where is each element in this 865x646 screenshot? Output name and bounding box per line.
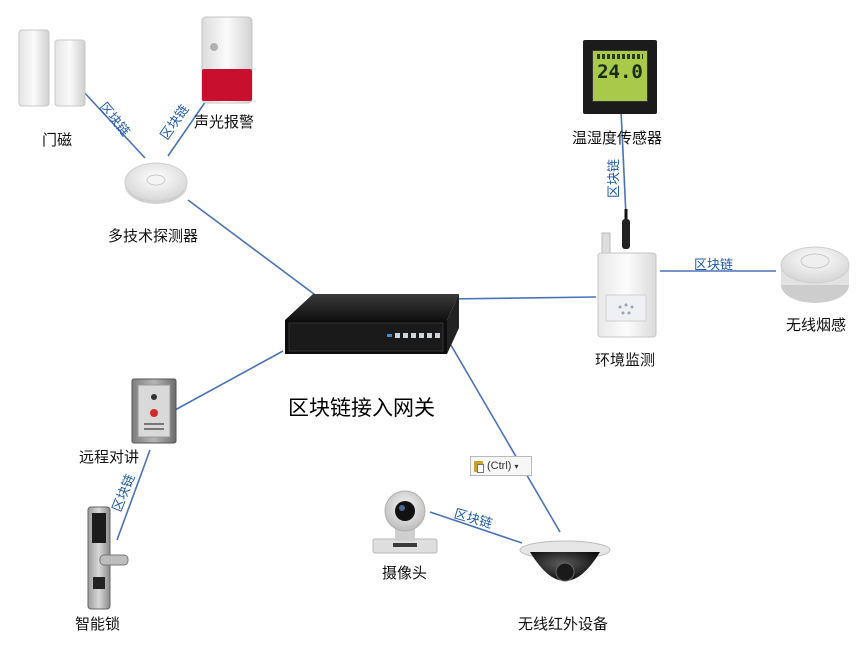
link-detector-gateway [187,199,319,298]
chain-label-thermo: 区块链 [607,158,623,199]
smoke-sensor-label: 无线烟感 [786,316,847,334]
siren-label: 声光报警 [194,113,255,131]
dome-camera-icon [519,540,611,582]
env-monitor-icon [597,209,657,338]
link-env-gateway [445,296,597,300]
clipboard-icon [474,460,485,473]
gateway-title: 区块链接入网关 [288,396,435,420]
link-door-detector [81,89,146,159]
link-gateway-infrared [447,339,561,533]
multi-detector-label: 多技术探测器 [108,227,199,245]
link-intercom-gateway [174,350,284,411]
siren-icon [201,16,253,104]
link-siren-detector [167,97,209,157]
intercom-label: 远程对讲 [79,448,140,466]
infrared-device-label: 无线红外设备 [518,615,609,633]
smoke-detector-icon [780,246,850,303]
temp-humidity-label: 温湿度传感器 [572,129,663,147]
thermostat-icon: 24.0 [583,40,657,114]
smart-lock-label: 智能锁 [75,615,121,633]
multi-detector-icon [124,162,188,204]
gateway-server-icon [285,294,459,354]
env-monitor-label: 环境监测 [595,351,656,369]
link-thermo-env [620,109,627,217]
thermostat-reading: 24.0 [597,61,643,83]
chain-label-smoke: 区块链 [694,258,734,273]
paste-options-label: (Ctrl) [487,460,512,472]
door-sensor-label: 门磁 [42,131,73,149]
paste-options-button[interactable]: (Ctrl) ▾ [470,456,532,476]
smart-lock-icon [87,506,129,610]
link-intercom-lock [116,449,151,541]
dropdown-arrow-icon: ▾ [514,461,519,471]
camera-label: 摄像头 [382,564,428,582]
intercom-icon [131,378,177,444]
link-camera-infrared [429,511,523,544]
door-sensor-icon [18,29,86,107]
camera-icon [372,490,438,554]
